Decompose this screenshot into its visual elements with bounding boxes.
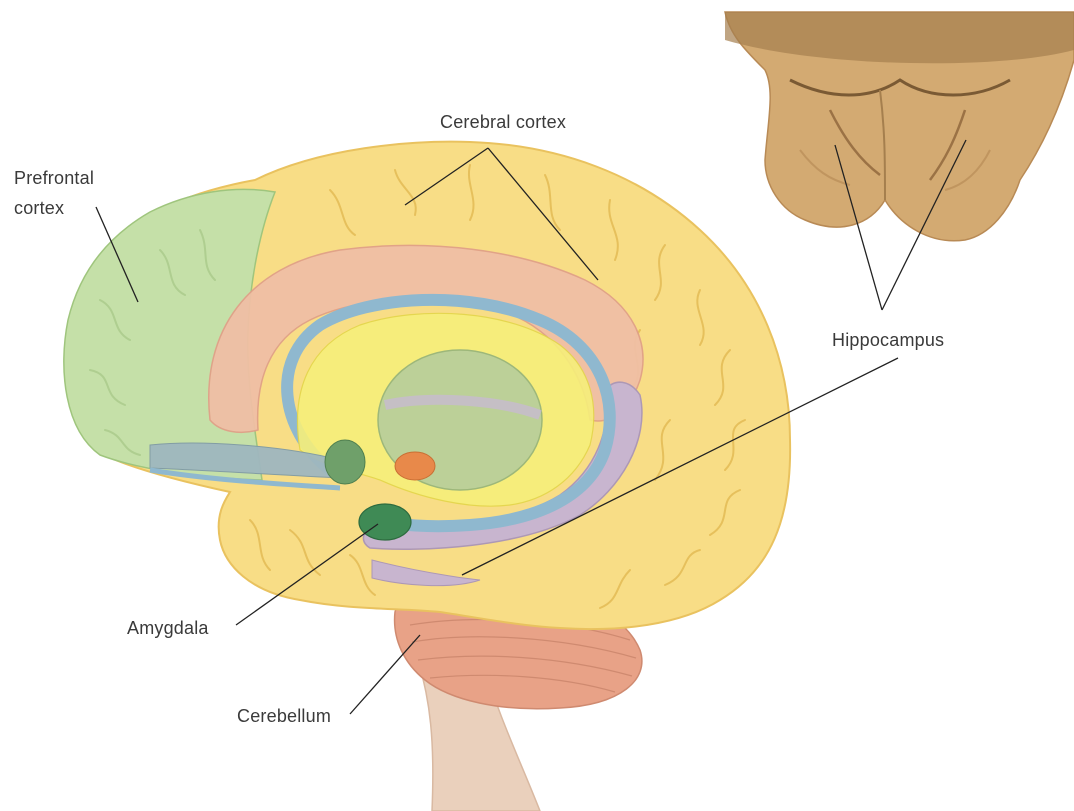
label-hippocampus: Hippocampus [832, 330, 944, 350]
label-amygdala: Amygdala [127, 618, 209, 638]
amygdala [359, 504, 411, 540]
mammillary-body [395, 452, 435, 480]
label-cerebral-cortex: Cerebral cortex [440, 112, 566, 132]
label-cerebellum: Cerebellum [237, 706, 331, 726]
label-prefrontal-line1: Prefrontal [14, 168, 94, 188]
septal-node [325, 440, 365, 484]
leader-cerebellum [350, 635, 420, 714]
label-prefrontal-line2: cortex [14, 198, 64, 218]
hippocampus-specimen [725, 12, 1074, 241]
